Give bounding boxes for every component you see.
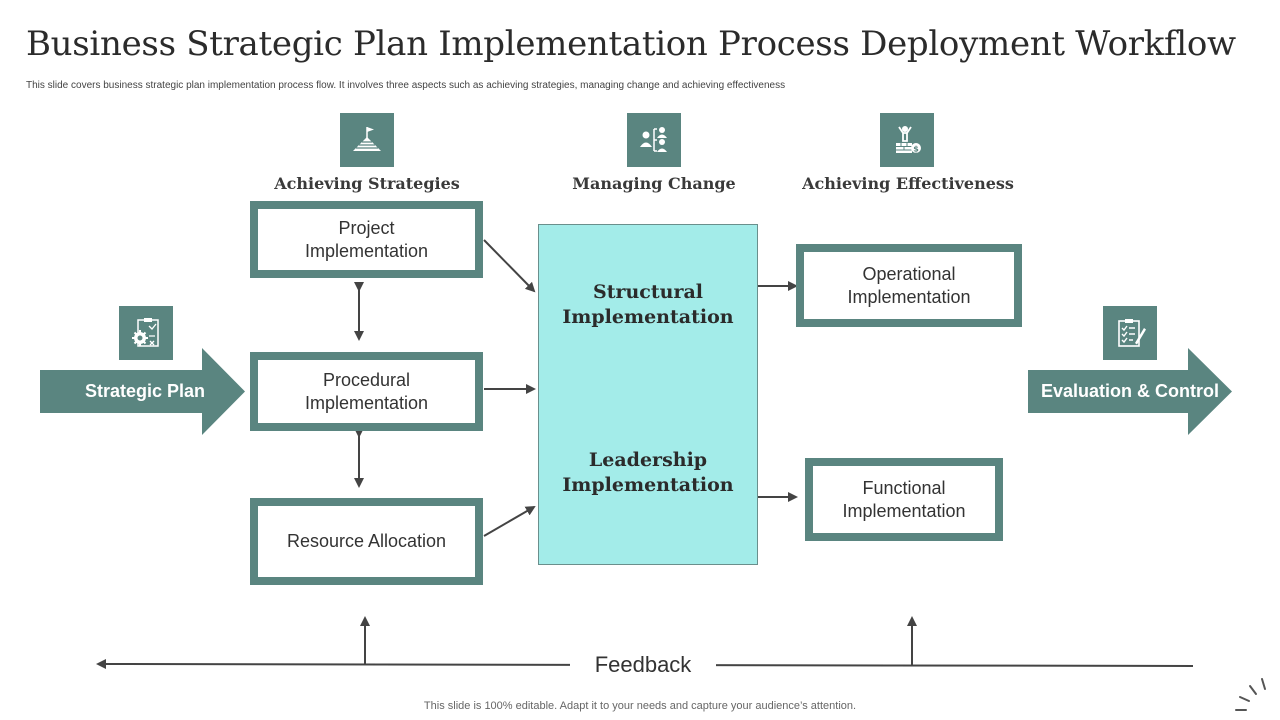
header-achieving-strategies: Achieving Strategies xyxy=(274,174,460,193)
box-label: Operational Implementation xyxy=(847,263,971,307)
plan-gear-icon xyxy=(119,306,173,360)
people-change-icon xyxy=(627,113,681,167)
evaluation-control-label: Evaluation & Control xyxy=(1040,381,1219,401)
loader-icon xyxy=(1235,678,1266,711)
box-label: Functional Implementation xyxy=(842,477,966,521)
checklist-icon xyxy=(1103,306,1157,360)
page-title: Business Strategic Plan Implementation P… xyxy=(26,24,1236,64)
svg-text:$: $ xyxy=(913,145,919,154)
center-implementation-box: Structural Implementation Leadership Imp… xyxy=(538,224,758,565)
mountain-flag-icon xyxy=(340,113,394,167)
box-functional-implementation: Functional Implementation xyxy=(805,458,1003,541)
footer-note: This slide is 100% editable. Adapt it to… xyxy=(423,700,857,712)
header-managing-change: Managing Change xyxy=(572,174,736,193)
arrow-resource-center xyxy=(483,505,536,537)
leadership-implementation-label: Leadership Implementation xyxy=(562,449,734,496)
evaluation-control-arrow xyxy=(1028,348,1232,435)
box-operational-implementation: Operational Implementation xyxy=(796,244,1022,327)
success-money-icon: $ xyxy=(880,113,934,167)
strategic-plan-arrow xyxy=(40,348,245,435)
page-subtitle: This slide covers business strategic pla… xyxy=(26,80,786,91)
feedback-label: Feedback xyxy=(570,652,716,678)
box-label: Resource Allocation xyxy=(286,531,447,551)
strategic-plan-label: Strategic Plan xyxy=(84,381,206,401)
box-procedural-implementation: Procedural Implementation xyxy=(250,352,483,431)
box-label: Project Implementation xyxy=(304,217,429,261)
arrow-project-center xyxy=(483,239,536,293)
box-project-implementation: Project Implementation xyxy=(250,201,483,278)
box-resource-allocation: Resource Allocation xyxy=(250,498,483,585)
structural-implementation-label: Structural Implementation xyxy=(562,281,734,328)
box-label: Procedural Implementation xyxy=(304,369,429,413)
header-achieving-effectiveness: Achieving Effectiveness xyxy=(802,174,1014,193)
